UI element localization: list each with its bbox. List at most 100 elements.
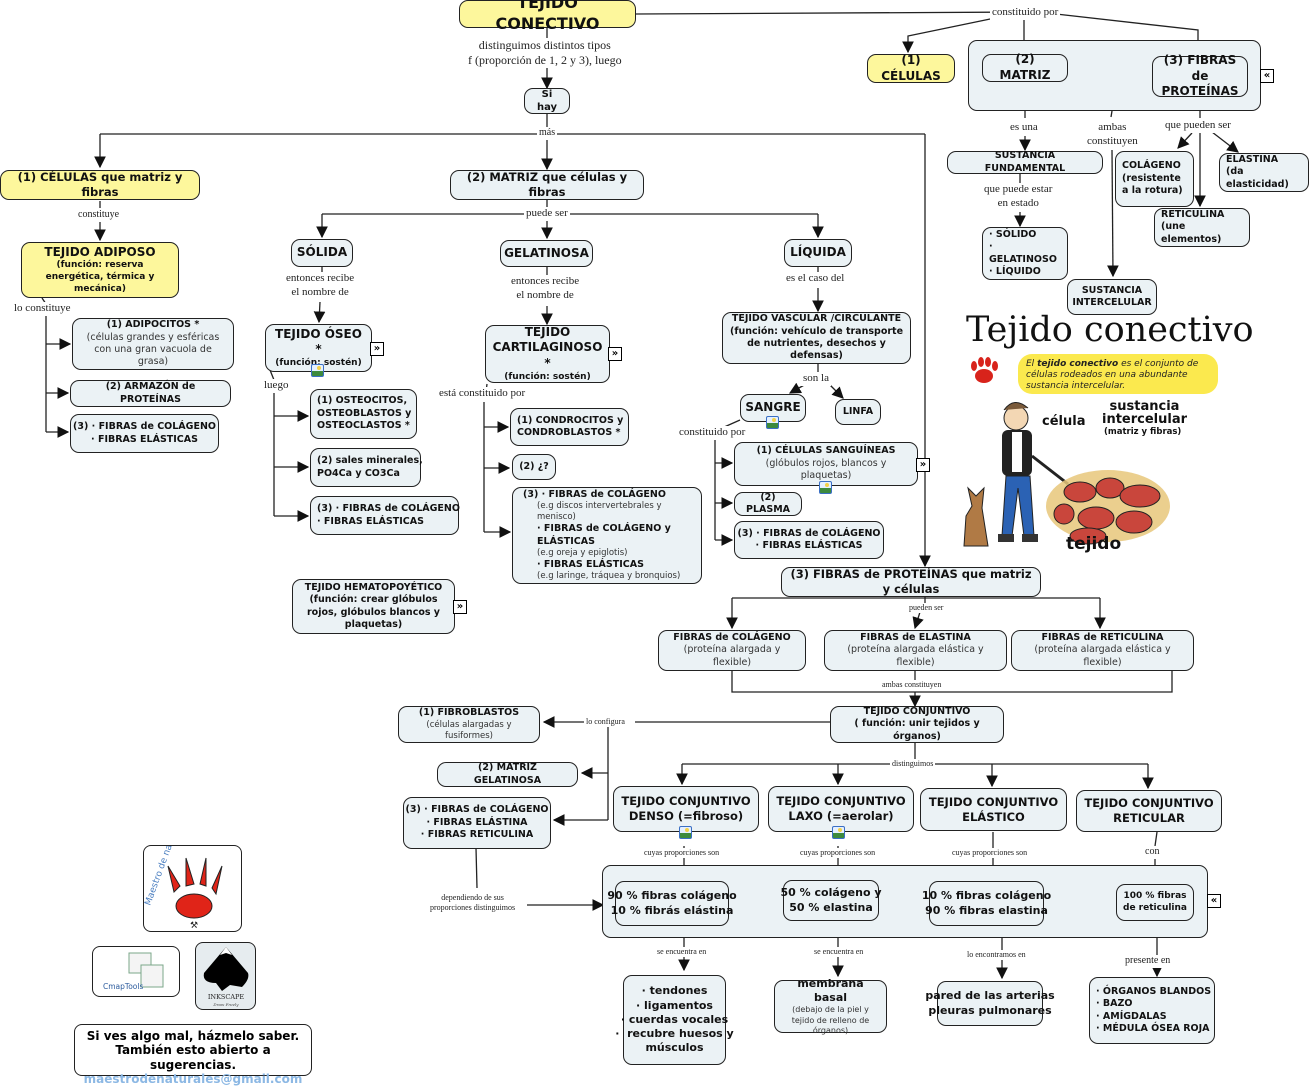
collapse-icon[interactable]: «	[1260, 69, 1274, 83]
node-conjuntivo-reticular[interactable]: TEJIDO CONJUNTIVO RETICULAR	[1076, 790, 1222, 832]
adipocitos-title: (1) ADIPOCITOS *	[106, 319, 200, 331]
root-node-tejido-conectivo[interactable]: TEJIDO CONECTIVO	[459, 0, 636, 33]
adiposo-fibras-label: (3) · FIBRAS de COLÁGENO · FIBRAS ELÁSTI…	[73, 421, 216, 445]
node-fibras-reticulina[interactable]: FIBRAS de RETICULINA (proteína alargada …	[1011, 630, 1194, 671]
node-celulas-sanguineas[interactable]: (1) CÉLULAS SANGUÍNEAS (glóbulos rojos, …	[734, 442, 918, 486]
node-cartilago-fibras[interactable]: (3) · FIBRAS de COLÁGENO (e.g discos int…	[512, 487, 702, 584]
node-matriz-gelatinosa[interactable]: (2) MATRIZ GELATINOSA	[437, 762, 578, 787]
node-sustancia-intercelular[interactable]: SUSTANCIA INTERCELULAR	[1067, 279, 1157, 315]
node-armazon-proteinas[interactable]: (2) ARMAZÓN de PROTEÍNAS	[70, 380, 231, 407]
denso-title: TEJIDO CONJUNTIVO DENSO (=fibroso)	[621, 794, 751, 823]
node-liquida[interactable]: LÍQUIDA	[784, 239, 852, 267]
node-where-denso[interactable]: · tendones · ligamentos · cuerdas vocale…	[615, 975, 734, 1065]
node-prop-elastico[interactable]: 10 % fibras colágeno 90 % fibras elastin…	[922, 881, 1051, 926]
node-condrocitos[interactable]: (1) CONDROCITOS y CONDROBLASTOS *	[510, 408, 629, 446]
si-hay-label: Si hay	[536, 89, 558, 113]
node-where-laxo[interactable]: membrana basal (debajo de la piel y teji…	[774, 976, 887, 1035]
node-sangre-fibras[interactable]: (3) · FIBRAS de COLÁGENO · FIBRAS ELÁSTI…	[734, 521, 884, 559]
node-sales-minerales[interactable]: (2) sales minerales, PO4Ca y CO3Ca	[310, 448, 423, 487]
node-celulas[interactable]: (1) CÉLULAS	[867, 53, 955, 83]
image-icon[interactable]	[679, 826, 692, 839]
image-icon[interactable]	[832, 826, 845, 839]
conjuntivo-desc: ( función: unir tejidos y órganos)	[854, 718, 980, 742]
node-tejido-cartilaginoso[interactable]: TEJIDO CARTILAGINOSO * (función: sostén)	[485, 325, 610, 383]
link-puede-ser: puede ser	[524, 207, 570, 221]
feedback-email-link[interactable]: maestrodenaturales@gmail.com	[83, 1072, 303, 1087]
elastina-title: ELASTINA	[1226, 153, 1279, 165]
node-linfa[interactable]: LINFA	[835, 399, 881, 425]
fibras-reticulina-desc: (proteína alargada elástica y flexible)	[1034, 644, 1171, 668]
node-si-hay[interactable]: Si hay	[524, 88, 570, 114]
link-se-encuentra-laxo: se encuentra en	[812, 947, 866, 957]
node-osteocitos[interactable]: (1) OSTEOCITOS, OSTEOBLASTOS y OSTEOCLAS…	[310, 389, 417, 439]
link-esta-constituido: está constituido por	[437, 387, 528, 401]
node-adipocitos[interactable]: (1) ADIPOCITOS * (células grandes y esfé…	[72, 318, 234, 370]
image-icon[interactable]	[311, 364, 324, 377]
collapse-icon[interactable]: «	[1207, 894, 1221, 908]
link-proporciones-denso: cuyas proporciones son	[642, 848, 722, 858]
node-fibroblastos[interactable]: (1) FIBROBLASTOS (células alargadas y fu…	[398, 706, 540, 743]
node-matriz-header[interactable]: (2) MATRIZ que células y fibras	[450, 170, 644, 200]
node-prop-reticular[interactable]: 100 % fibras de reticulina	[1116, 884, 1194, 921]
node-fibras-colageno[interactable]: FIBRAS de COLÁGENO (proteína alargada y …	[658, 630, 806, 671]
node-tejido-vascular[interactable]: TEJIDO VASCULAR /CIRCULANTE (función: ve…	[722, 312, 911, 364]
link-pueden-ser: pueden ser	[907, 603, 946, 613]
node-where-elastico[interactable]: pared de las arterias pleuras pulmonares	[925, 981, 1055, 1026]
node-fibras-elastina[interactable]: FIBRAS de ELASTINA (proteína alargada el…	[824, 630, 1007, 671]
elastico-title: TEJIDO CONJUNTIVO ELÁSTICO	[928, 794, 1059, 824]
node-tejido-hematopoyetico[interactable]: TEJIDO HEMATOPOYÉTICO (función: crear gl…	[292, 579, 455, 634]
node-colageno[interactable]: COLÁGENO (resistente a la rotura)	[1115, 151, 1194, 207]
node-conjuntivo-denso[interactable]: TEJIDO CONJUNTIVO DENSO (=fibroso)	[613, 786, 759, 832]
link-dependiendo: dependiendo de sus proporciones distingu…	[428, 893, 518, 913]
node-matriz[interactable]: (2) MATRIZ	[982, 52, 1068, 82]
node-sustancia-fundamental[interactable]: SUSTANCIA FUNDAMENTAL	[947, 150, 1103, 174]
image-icon[interactable]	[766, 416, 779, 429]
node-conjuntivo-fibras[interactable]: (3) · FIBRAS de COLÁGENO · FIBRAS ELÁSTI…	[403, 797, 551, 849]
fibras-label: (3) FIBRAS de PROTEÍNAS	[1161, 53, 1239, 99]
node-plasma[interactable]: (2) PLASMA	[734, 492, 802, 516]
node-prop-denso[interactable]: 90 % fibras colágeno 10 % fibrás elástin…	[607, 881, 737, 926]
node-elastina[interactable]: ELASTINA (da elasticidad)	[1219, 153, 1309, 192]
bubble-pre: El	[1026, 359, 1038, 369]
image-icon[interactable]	[819, 481, 832, 494]
expand-icon[interactable]: »	[453, 600, 467, 614]
where-elastico-label: pared de las arterias pleuras pulmonares	[925, 989, 1055, 1017]
link-distinguimos-2: distinguimos	[890, 759, 936, 769]
matriz-label: (2) MATRIZ	[999, 52, 1051, 82]
cart-fibra-2-desc: (e.g oreja y epiglotis)	[537, 547, 628, 558]
link-que-puede-estar: que puede estar en estado	[982, 183, 1055, 211]
node-gelatinosa[interactable]: GELATINOSA	[500, 240, 593, 267]
link-presente-en: presente en	[1123, 955, 1173, 968]
node-tejido-conjuntivo[interactable]: TEJIDO CONJUNTIVO ( función: unir tejido…	[830, 706, 1004, 743]
node-tejido-adiposo[interactable]: TEJIDO ADIPOSO (función: reserva energét…	[21, 242, 179, 298]
node-adiposo-fibras[interactable]: (3) · FIBRAS de COLÁGENO · FIBRAS ELÁSTI…	[70, 414, 219, 453]
node-oseo-fibras[interactable]: (3) · FIBRAS de COLÁGENO · FIBRAS ELÁSTI…	[310, 496, 460, 535]
expand-icon[interactable]: »	[370, 342, 384, 356]
node-conjuntivo-elastico[interactable]: TEJIDO CONJUNTIVO ELÁSTICO	[920, 788, 1067, 831]
hematopoyetico-desc: (función: crear glóbulos rojos, glóbulos…	[307, 594, 440, 630]
node-conjuntivo-laxo[interactable]: TEJIDO CONJUNTIVO LAXO (=aerolar)	[768, 786, 914, 832]
node-celulas-header[interactable]: (1) CÉLULAS que matriz y fibras	[0, 170, 200, 200]
node-desconocido[interactable]: (2) ¿?	[512, 454, 556, 480]
node-reticulina[interactable]: RETICULINA (une elementos)	[1154, 208, 1250, 247]
sustancia-fundamental-label: SUSTANCIA FUNDAMENTAL	[984, 150, 1066, 174]
node-fibras-proteinas[interactable]: (3) FIBRAS de PROTEÍNAS	[1152, 53, 1248, 99]
vascular-desc: (función: vehículo de transporte de nutr…	[729, 325, 904, 362]
node-prop-laxo[interactable]: 50 % colágeno y 50 % elastina	[781, 880, 882, 921]
adiposo-desc: (función: reserva energética, térmica y …	[45, 260, 155, 294]
expand-icon[interactable]: »	[608, 347, 622, 361]
node-where-reticular[interactable]: · ÓRGANOS BLANDOS · BAZO · AMÍGDALAS · M…	[1089, 977, 1215, 1044]
expand-icon[interactable]: »	[916, 458, 930, 472]
node-solida[interactable]: SÓLIDA	[291, 239, 353, 267]
fibras-elastina-title: FIBRAS de ELASTINA	[860, 631, 971, 643]
elastina-desc: (da elasticidad)	[1226, 166, 1289, 190]
where-reticular-label: · ÓRGANOS BLANDOS · BAZO · AMÍGDALAS · M…	[1096, 985, 1212, 1034]
bubble-bold: tejido conectivo	[1037, 359, 1119, 369]
where-laxo-title: membrana basal	[797, 976, 864, 1004]
svg-text:⚒: ⚒	[190, 921, 198, 931]
laxo-title: TEJIDO CONJUNTIVO LAXO (=aerolar)	[776, 794, 906, 823]
adiposo-title: TEJIDO ADIPOSO	[44, 244, 156, 259]
illustration-tejido-conectivo: Tejido conectivo El tejido conectivo es …	[958, 310, 1254, 560]
node-estados[interactable]: · SÓLIDO · GELATINOSO · LÍQUIDO	[982, 227, 1068, 280]
node-fibras-header[interactable]: (3) FIBRAS de PROTEÍNAS que matriz y cél…	[781, 567, 1041, 597]
